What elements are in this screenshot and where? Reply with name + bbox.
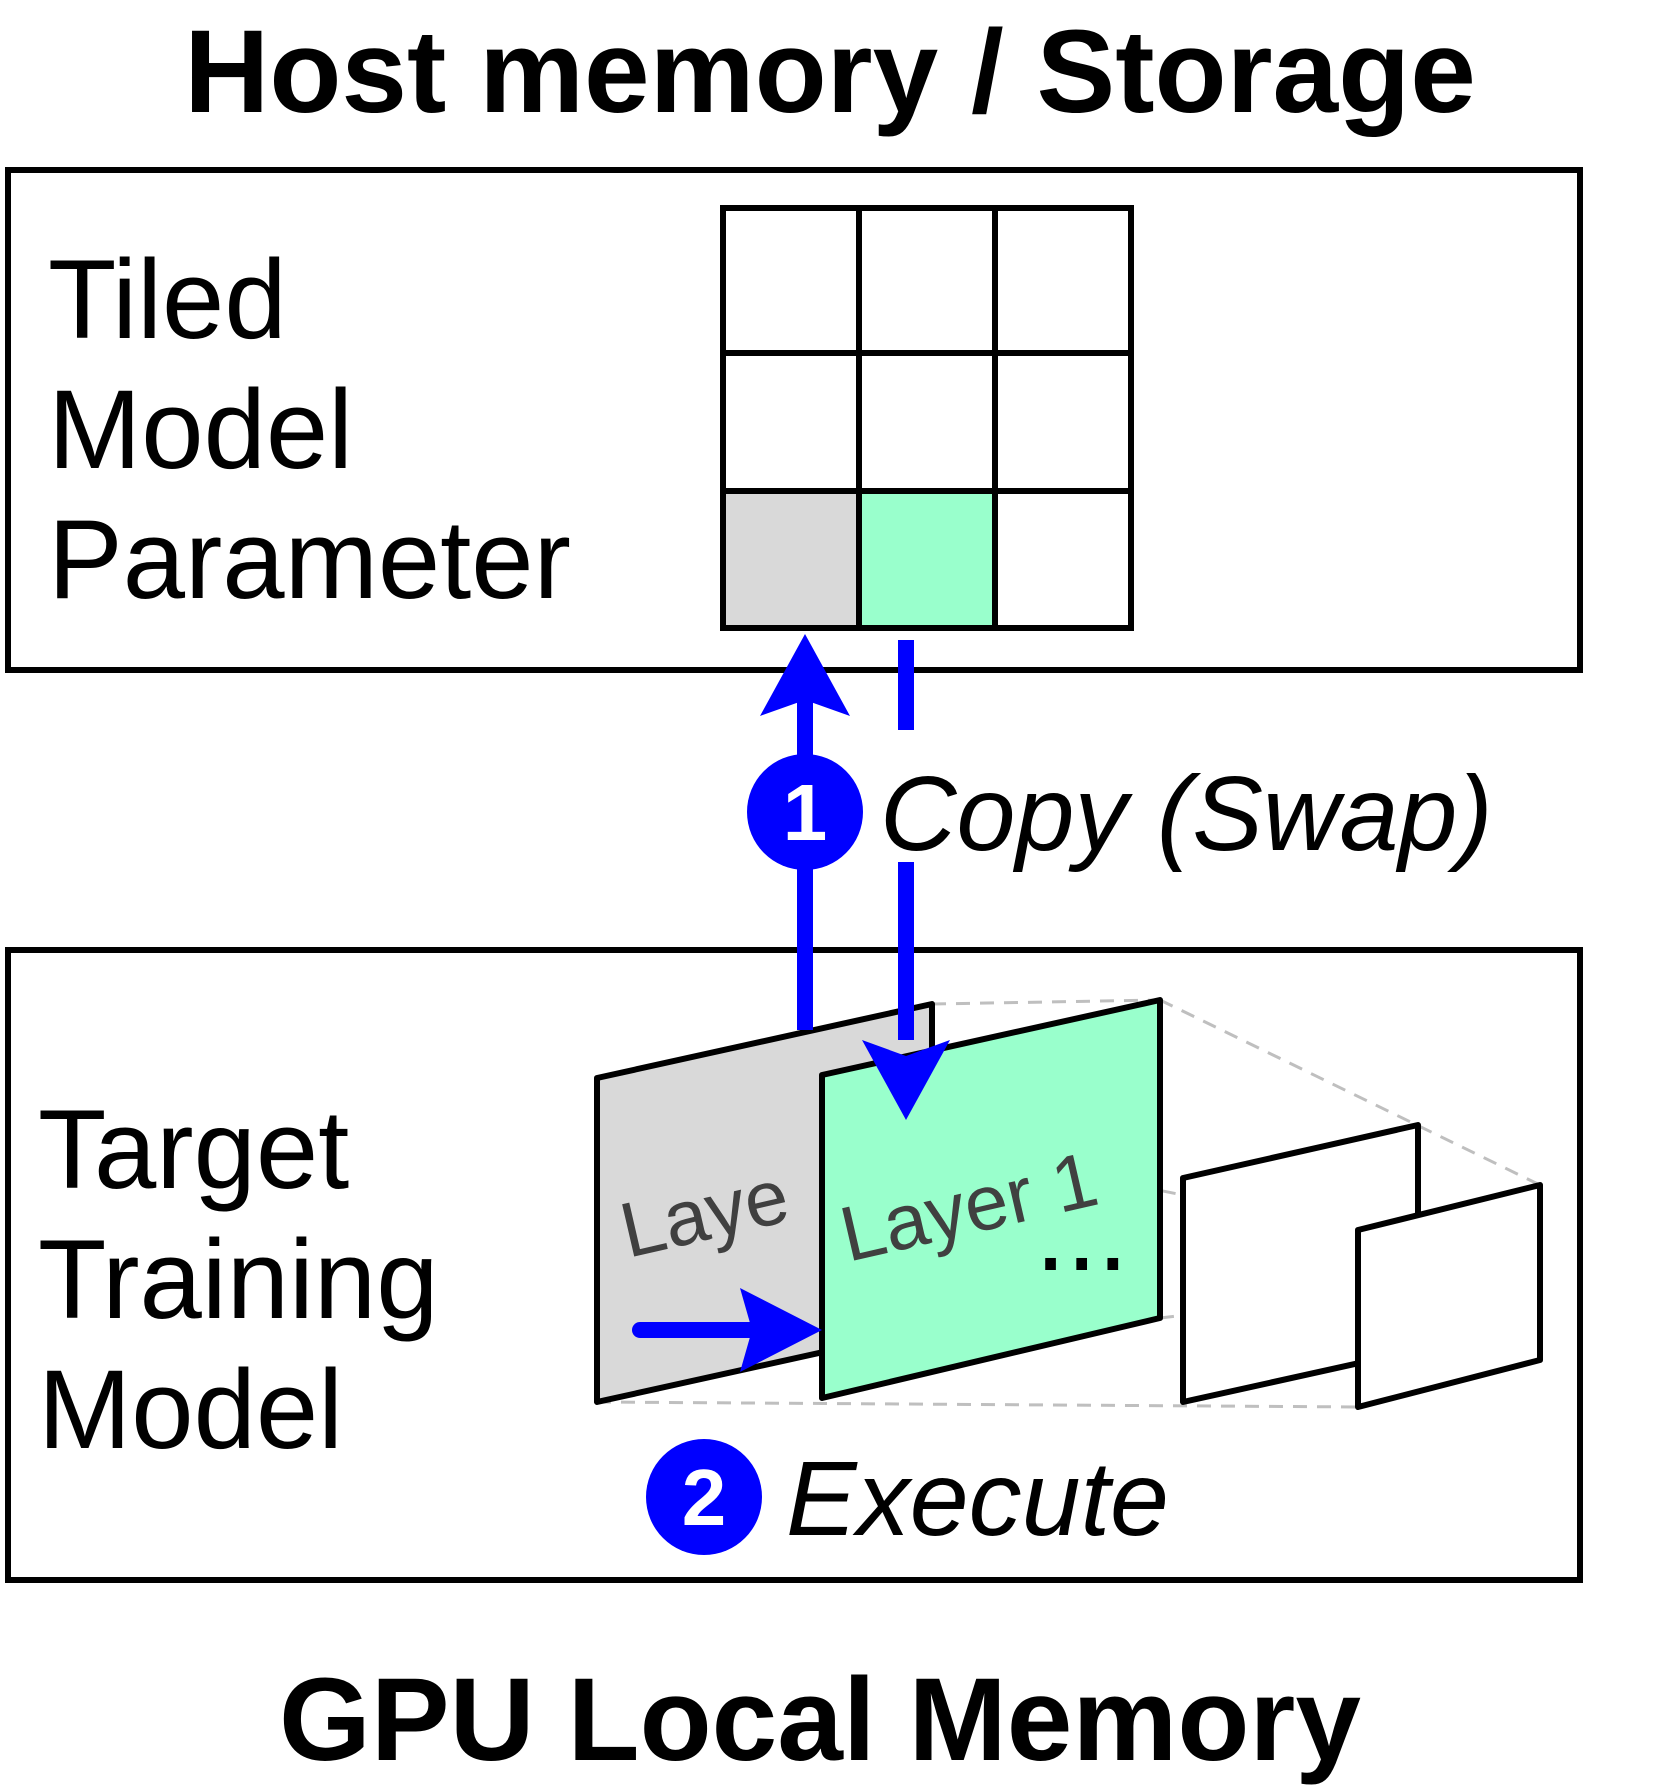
gpu-label-line-3: Model — [38, 1347, 343, 1472]
arrow-down-head — [862, 1040, 950, 1120]
grid-tile-green — [859, 491, 995, 628]
step-2-number: 2 — [682, 1453, 727, 1542]
host-label-line-1: Tiled — [48, 237, 287, 362]
host-title: Host memory / Storage — [184, 6, 1476, 138]
gpu-label-line-2: Training — [38, 1217, 438, 1342]
layer-ellipsis: ... — [1035, 1169, 1128, 1294]
gpu-label-line-1: Target — [38, 1087, 349, 1212]
step-1-badge — [747, 754, 863, 870]
step-2-label: Execute — [786, 1440, 1169, 1558]
step-2-badge — [646, 1439, 762, 1555]
step-1-number: 1 — [783, 768, 828, 857]
grid-border — [720, 205, 1134, 631]
gpu-title: GPU Local Memory — [279, 1654, 1361, 1786]
arrow-up-head — [760, 634, 850, 716]
layer-far-2 — [1355, 1182, 1543, 1410]
layer-stack: Laye Layer 1 ... — [594, 997, 1543, 1410]
host-label-line-3: Parameter — [48, 497, 571, 622]
step-1-label: Copy (Swap) — [880, 755, 1493, 873]
parameter-grid — [720, 205, 1134, 631]
host-label-line-2: Model — [48, 367, 353, 492]
execute-arrow — [632, 1288, 822, 1372]
grid-tile-grey — [723, 491, 859, 628]
